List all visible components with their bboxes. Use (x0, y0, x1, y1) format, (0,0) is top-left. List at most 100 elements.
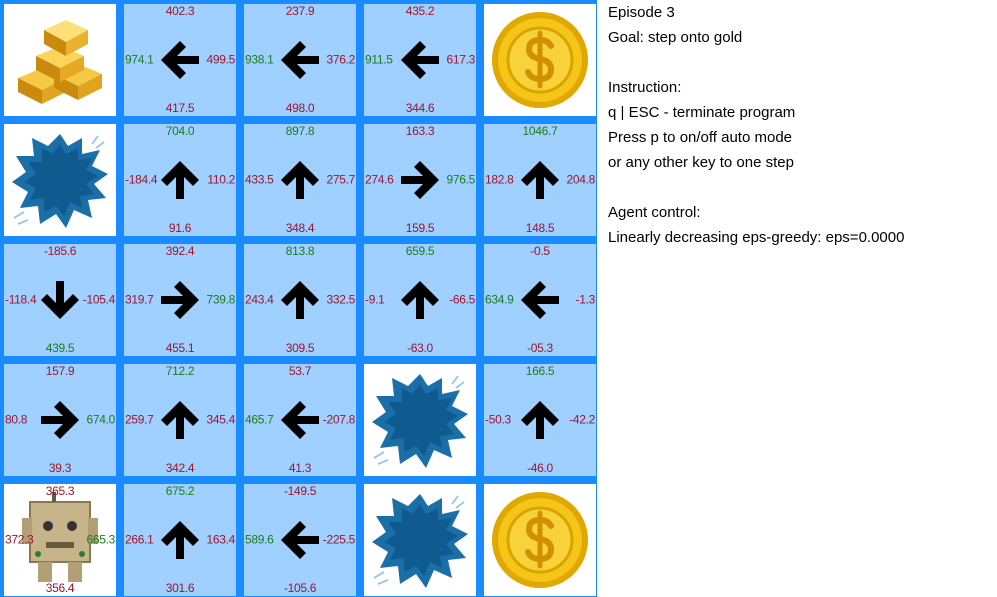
arrow-left-icon (278, 518, 322, 562)
q-value-right: 110.2 (207, 172, 235, 187)
grid-cell-gold-bars (4, 4, 116, 116)
q-value-left: 259.7 (125, 412, 154, 427)
q-value-top: 53.7 (288, 364, 312, 378)
arrow-up-icon (518, 398, 562, 442)
q-value-right: 163.4 (206, 532, 235, 547)
q-value-right: 976.5 (446, 172, 475, 187)
q-value-left: 634.9 (485, 292, 514, 307)
arrow-left-icon (278, 38, 322, 82)
goal-label: Goal: step onto gold (608, 29, 743, 46)
q-value-right: -225.5 (322, 532, 356, 547)
q-value-right: -1.3 (575, 292, 596, 307)
q-value-top: 365.3 (45, 484, 75, 498)
q-value-right: -42.2 (569, 412, 595, 427)
q-value-left: 589.6 (245, 532, 274, 547)
q-value-top: -185.6 (43, 244, 77, 258)
arrow-left-icon (278, 398, 322, 442)
instruction-step: or any other key to one step (608, 154, 794, 171)
hole-icon (368, 488, 472, 592)
instruction-auto: Press p to on/off auto mode (608, 129, 793, 146)
q-value-top: 402.3 (165, 4, 195, 18)
q-value-bottom: 356.4 (45, 581, 75, 595)
grid-cell-coin (484, 4, 596, 116)
q-value-bottom: 498.0 (285, 101, 315, 115)
q-value-top: 435.2 (405, 4, 435, 18)
arrow-down-icon (38, 278, 82, 322)
arrow-up-icon (158, 158, 202, 202)
q-value-top: 675.2 (165, 484, 195, 498)
q-value-top: 712.2 (165, 364, 195, 378)
q-value-left: 80.8 (5, 412, 28, 427)
q-value-bottom: -46.0 (527, 461, 553, 475)
grid-cell-q-values: 402.3 417.5 974.1 499.5 (124, 4, 236, 116)
q-value-top: -0.5 (530, 244, 550, 258)
grid-cell-q-values: 712.2 342.4 259.7 345.4 (124, 364, 236, 476)
grid-cell-q-values: 166.5 -46.0 -50.3 -42.2 (484, 364, 596, 476)
q-value-right: 665.3 (86, 532, 115, 547)
q-value-left: 319.7 (125, 292, 154, 307)
q-value-top: 813.8 (285, 244, 315, 258)
q-value-bottom: 342.4 (165, 461, 195, 475)
q-value-right: 739.8 (206, 292, 235, 307)
q-value-bottom: -63.0 (407, 341, 433, 355)
q-value-right: 499.5 (206, 52, 235, 67)
q-value-top: 704.0 (165, 124, 195, 138)
grid-cell-q-values: -185.6 439.5 -118.4 -105.4 (4, 244, 116, 356)
q-value-right: 204.8 (566, 172, 595, 187)
q-value-right: 617.3 (446, 52, 475, 67)
q-value-left: 266.1 (125, 532, 154, 547)
q-value-right: 332.5 (326, 292, 355, 307)
arrow-left-icon (158, 38, 202, 82)
info-panel: Episode 3 Goal: step onto gold Instructi… (608, 0, 993, 250)
spacer (608, 175, 993, 200)
hole-icon (368, 368, 472, 472)
arrow-up-icon (518, 158, 562, 202)
q-value-bottom: 417.5 (165, 101, 195, 115)
q-value-left: -118.4 (5, 292, 37, 307)
arrow-up-icon (278, 278, 322, 322)
arrow-left-icon (518, 278, 562, 322)
q-value-top: -149.5 (283, 484, 317, 498)
q-value-left: 372.3 (5, 532, 34, 547)
arrow-up-icon (278, 158, 322, 202)
q-value-top: 157.9 (45, 364, 75, 378)
q-value-bottom: -105.6 (283, 581, 317, 595)
grid-cell-hole (4, 124, 116, 236)
arrow-up-icon (158, 518, 202, 562)
q-value-top: 392.4 (165, 244, 195, 258)
q-value-left: 274.6 (365, 172, 394, 187)
q-value-bottom: 91.6 (168, 221, 192, 235)
q-value-right: -207.8 (322, 412, 356, 427)
q-value-left: 911.5 (365, 52, 393, 67)
q-value-bottom: -05.3 (527, 341, 553, 355)
q-value-top: 166.5 (525, 364, 555, 378)
q-value-top: 237.9 (285, 4, 315, 18)
q-value-left: 974.1 (125, 52, 154, 67)
q-value-top: 1046.7 (522, 124, 558, 138)
gold-coin-icon (488, 8, 592, 112)
arrow-right-icon (38, 398, 82, 442)
q-value-top: 163.3 (405, 124, 435, 138)
q-value-left: -9.1 (365, 292, 385, 307)
q-value-bottom: 41.3 (288, 461, 312, 475)
q-value-right: -105.4 (82, 292, 116, 307)
q-value-left: -50.3 (485, 412, 511, 427)
q-value-bottom: 348.4 (285, 221, 315, 235)
arrow-left-icon (398, 38, 442, 82)
hole-icon (8, 128, 112, 232)
q-value-right: 674.0 (86, 412, 115, 427)
grid-cell-hole (364, 364, 476, 476)
spacer (608, 50, 993, 75)
q-value-left: 465.7 (245, 412, 274, 427)
q-value-left: 182.8 (485, 172, 514, 187)
grid-cell-q-values: -0.5 -05.3 634.9 -1.3 (484, 244, 596, 356)
q-value-right: 345.4 (206, 412, 235, 427)
q-value-left: 433.5 (245, 172, 274, 187)
grid-cell-q-values: 392.4 455.1 319.7 739.8 (124, 244, 236, 356)
q-value-bottom: 439.5 (45, 341, 75, 355)
q-value-bottom: 455.1 (165, 341, 195, 355)
